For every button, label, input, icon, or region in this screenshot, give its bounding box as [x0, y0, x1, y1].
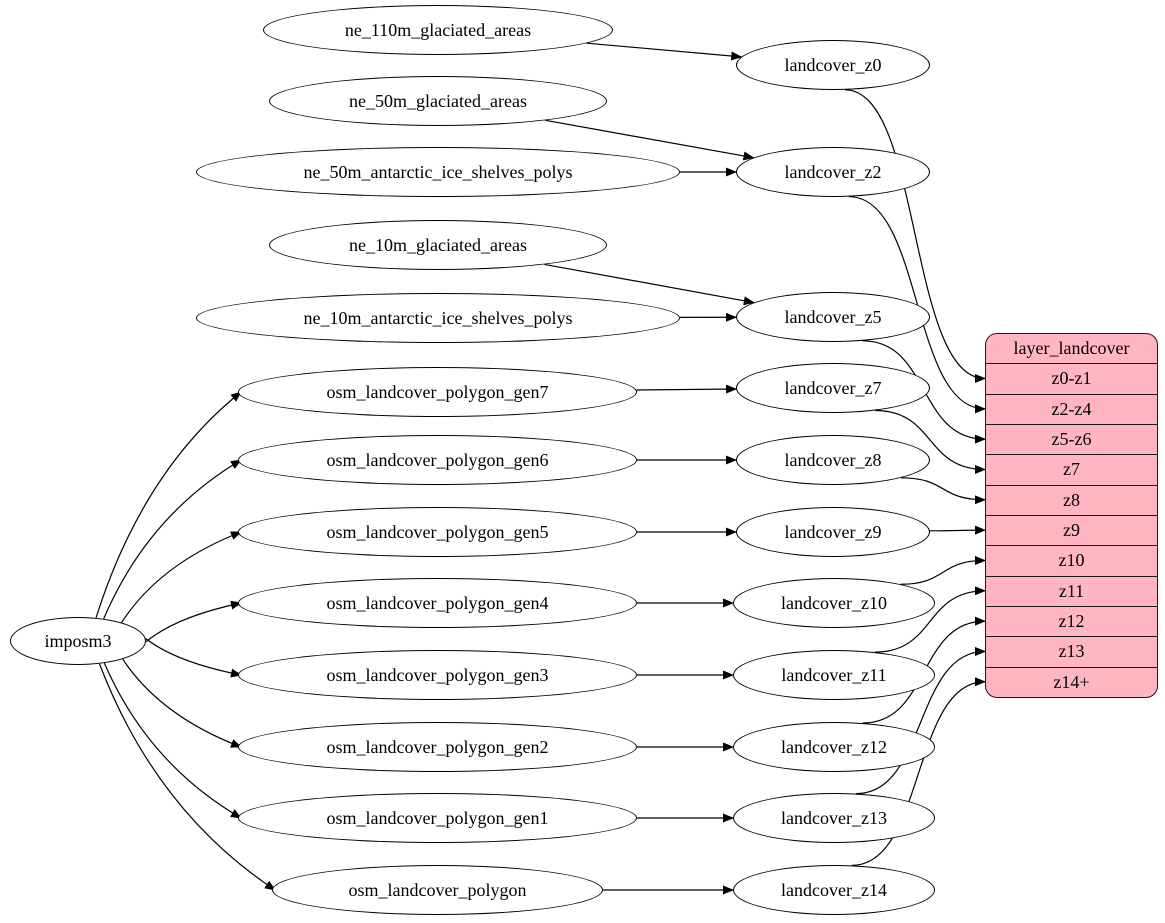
- table-row-z5-z6: z5-z6: [986, 423, 1157, 454]
- table-row-z14plus: z14+: [986, 666, 1157, 697]
- node-label: osm_landcover_polygon_gen3: [326, 664, 549, 685]
- node-label: landcover_z12: [781, 736, 887, 757]
- table-row-z7: z7: [986, 454, 1157, 484]
- node-landcover-z14: landcover_z14: [733, 865, 935, 915]
- node-label: landcover_z7: [784, 377, 882, 398]
- node-landcover-z10: landcover_z10: [733, 578, 935, 628]
- edge-landcover_z10-to-z10: [900, 555, 986, 585]
- node-label: ne_10m_antarctic_ice_shelves_polys: [303, 307, 573, 328]
- edge-imposm3-to-osm_landcover_polygon_gen4: [145, 600, 242, 643]
- node-osm-landcover-polygon-gen2: osm_landcover_polygon_gen2: [238, 722, 637, 772]
- node-ne-10m-antarctic-ice-shelves-polys: ne_10m_antarctic_ice_shelves_polys: [196, 293, 680, 343]
- node-ne-10m-glaciated-areas: ne_10m_glaciated_areas: [269, 220, 607, 270]
- node-label: landcover_z9: [784, 521, 882, 542]
- node-label: ne_50m_glaciated_areas: [349, 90, 527, 111]
- node-osm-landcover-polygon-gen1: osm_landcover_polygon_gen1: [238, 793, 637, 843]
- table-row-z12: z12: [986, 605, 1157, 636]
- node-osm-landcover-polygon-gen6: osm_landcover_polygon_gen6: [238, 435, 637, 485]
- edge-imposm3-to-osm_landcover_polygon_gen5: [121, 531, 242, 623]
- node-label: osm_landcover_polygon_gen2: [326, 736, 549, 757]
- node-label: landcover_z10: [781, 592, 887, 613]
- node-label: ne_110m_glaciated_areas: [344, 19, 532, 40]
- edge-imposm3-to-osm_landcover_polygon: [98, 663, 276, 891]
- edge-landcover_z9-to-z9: [929, 525, 986, 535]
- node-ne-110m-glaciated-areas: ne_110m_glaciated_areas: [263, 5, 613, 55]
- node-landcover-z12: landcover_z12: [733, 722, 935, 772]
- table-row-z9: z9: [986, 514, 1157, 545]
- table-node-layer-landcover: layer_landcover z0-z1 z2-z4 z5-z6 z7 z8 …: [985, 333, 1158, 698]
- node-landcover-z7: landcover_z7: [736, 363, 930, 413]
- node-label: landcover_z8: [784, 449, 882, 470]
- table-row-z0-z1: z0-z1: [986, 363, 1157, 393]
- node-label: osm_landcover_polygon: [348, 879, 527, 900]
- node-landcover-z8: landcover_z8: [736, 435, 930, 485]
- node-label: osm_landcover_polygon_gen4: [326, 592, 549, 613]
- table-row-z11: z11: [986, 575, 1157, 606]
- node-label: osm_landcover_polygon_gen1: [326, 807, 549, 828]
- table-title: layer_landcover: [1013, 338, 1130, 359]
- node-label: landcover_z0: [784, 54, 882, 75]
- edge-landcover_z8-to-z8: [901, 477, 986, 505]
- node-landcover-z9: landcover_z9: [736, 507, 930, 557]
- node-osm-landcover-polygon-gen3: osm_landcover_polygon_gen3: [238, 650, 637, 700]
- node-imposm3: imposm3: [10, 617, 146, 665]
- table-row-z13: z13: [986, 636, 1157, 666]
- node-landcover-z13: landcover_z13: [733, 793, 935, 843]
- node-landcover-z2: landcover_z2: [736, 147, 930, 197]
- node-landcover-z0: landcover_z0: [736, 40, 930, 90]
- node-label: landcover_z14: [781, 879, 887, 900]
- node-ne-50m-glaciated-areas: ne_50m_glaciated_areas: [269, 76, 607, 126]
- table-row-z8: z8: [986, 484, 1157, 515]
- edge-ne_110m_glaciated_areas-to-landcover_z0: [586, 42, 743, 61]
- node-label: ne_50m_antarctic_ice_shelves_polys: [303, 161, 573, 182]
- node-label: ne_10m_glaciated_areas: [349, 234, 527, 255]
- node-osm-landcover-polygon-gen4: osm_landcover_polygon_gen4: [238, 578, 637, 628]
- node-osm-landcover-polygon-gen5: osm_landcover_polygon_gen5: [238, 507, 637, 557]
- edge-imposm3-to-osm_landcover_polygon_gen3: [145, 638, 242, 678]
- node-ne-50m-antarctic-ice-shelves-polys: ne_50m_antarctic_ice_shelves_polys: [196, 147, 680, 197]
- node-osm-landcover-polygon-gen7: osm_landcover_polygon_gen7: [238, 367, 637, 417]
- node-label: osm_landcover_polygon_gen5: [326, 521, 549, 542]
- table-row-z2-z4: z2-z4: [986, 393, 1157, 424]
- edge-imposm3-to-osm_landcover_polygon_gen2: [122, 658, 242, 748]
- edge-imposm3-to-osm_landcover_polygon_gen7: [95, 391, 242, 619]
- node-label: osm_landcover_polygon_gen7: [326, 381, 549, 402]
- edge-imposm3-to-osm_landcover_polygon_gen1: [103, 662, 242, 819]
- node-label: landcover_z13: [781, 807, 887, 828]
- node-landcover-z5: landcover_z5: [736, 292, 930, 342]
- node-label: landcover_z5: [784, 306, 882, 327]
- node-label: imposm3: [44, 630, 112, 651]
- table-row-z10: z10: [986, 545, 1157, 575]
- node-label: osm_landcover_polygon_gen6: [326, 449, 549, 470]
- node-label: landcover_z11: [781, 664, 887, 685]
- node-landcover-z11: landcover_z11: [733, 650, 935, 700]
- edge-osm_landcover_polygon_gen7-to-landcover_z7: [636, 384, 738, 394]
- node-osm-landcover-polygon: osm_landcover_polygon: [272, 865, 603, 915]
- node-label: landcover_z2: [784, 161, 882, 182]
- edge-imposm3-to-osm_landcover_polygon_gen6: [103, 459, 242, 620]
